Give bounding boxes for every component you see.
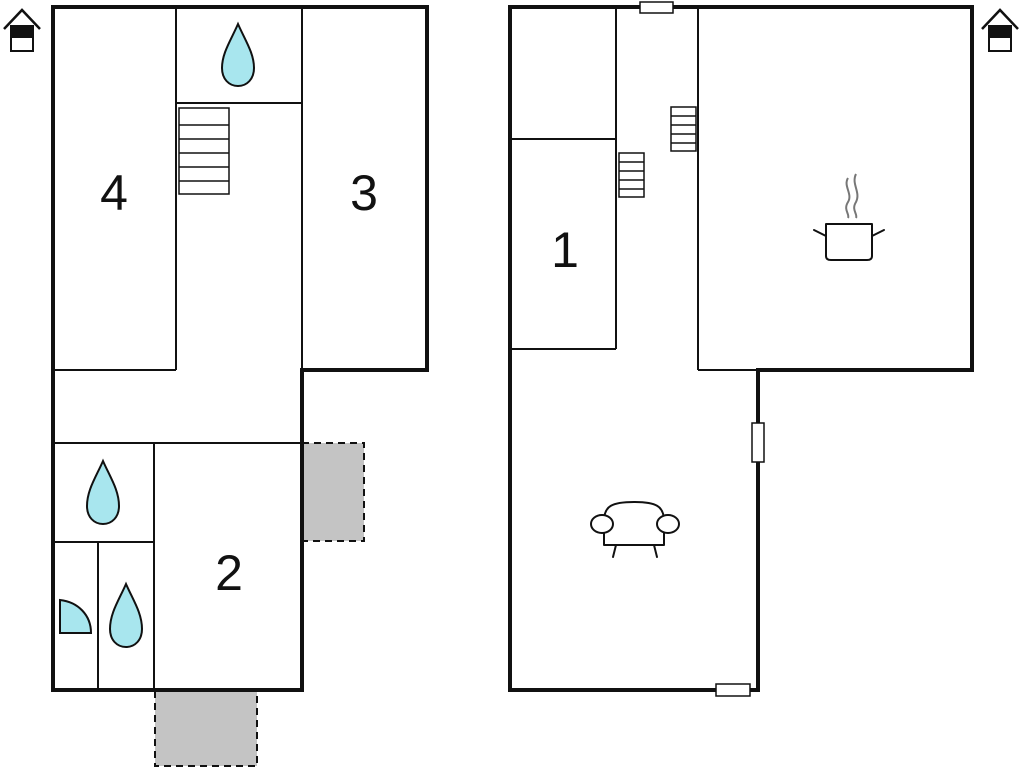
stairs-icon: [178, 107, 230, 195]
terrace-right: [301, 442, 365, 542]
room-number-4: 4: [100, 165, 128, 221]
house-icon: [3, 8, 41, 52]
window: [751, 422, 765, 463]
stairs-icon: [670, 106, 697, 152]
room-number-2: 2: [215, 545, 243, 601]
cooking-pot-icon: [813, 173, 885, 261]
terrace-bottom: [154, 689, 258, 767]
window: [715, 683, 751, 697]
window: [639, 1, 674, 14]
water-drop-icon: [85, 458, 121, 526]
house-icon: [981, 8, 1019, 52]
room-number-1: 1: [551, 222, 579, 278]
armchair-icon: [590, 501, 680, 558]
water-drop-icon: [108, 581, 144, 649]
stairs-icon: [618, 152, 645, 198]
water-drop-icon: [220, 21, 256, 88]
room-number-3: 3: [350, 165, 378, 221]
floor-plan-left: 4 3 2: [3, 5, 429, 767]
floor-plan-right: 1: [508, 1, 1019, 697]
shower-icon: [59, 598, 93, 634]
